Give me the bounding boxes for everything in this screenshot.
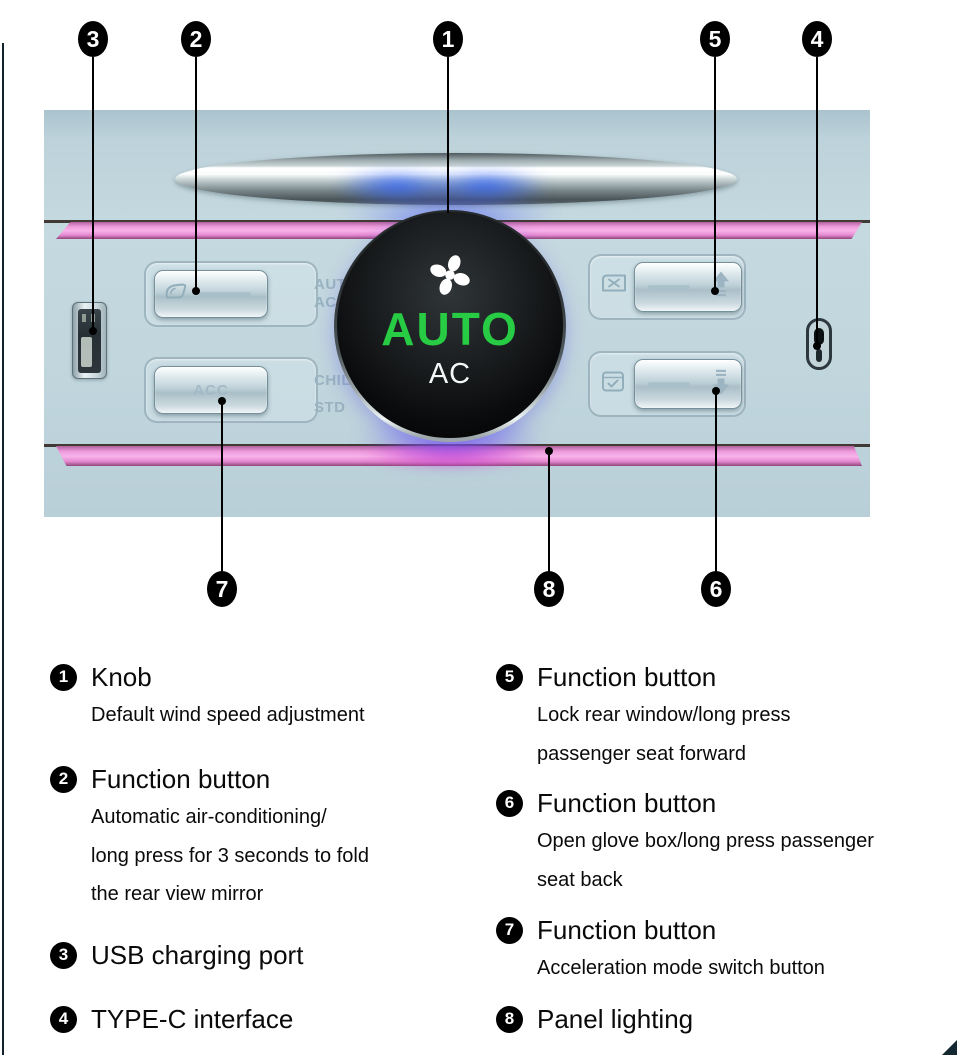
legend-title-7: Function button	[537, 914, 717, 945]
knob-face: AUTO AC	[337, 212, 563, 438]
fan-icon	[427, 252, 473, 303]
auto-up-arrow-icon	[711, 271, 731, 304]
side-mirror-icon	[163, 280, 189, 309]
legend-desc-line: Automatic air-conditioning/	[91, 806, 327, 828]
page-edge-line	[2, 43, 4, 1055]
callout-line-1	[447, 57, 449, 213]
legend-title-4: TYPE-C interface	[91, 1003, 294, 1034]
legend-title-1: Knob	[91, 661, 152, 692]
legend-bullet-1: 1	[50, 663, 77, 691]
knob-auto-label: AUTO	[381, 303, 519, 355]
rear-window-button	[634, 262, 742, 312]
callout-marker-8: 8	[534, 571, 564, 607]
callout-dot-5	[711, 287, 719, 295]
button-dash	[199, 292, 251, 296]
usb-slot	[78, 309, 101, 373]
type-c-slot	[816, 349, 822, 362]
legend-bullet-3: 3	[50, 941, 77, 969]
acc-button: ACC	[154, 366, 268, 414]
callout-marker-6: 6	[701, 571, 731, 607]
legend-item-1: 1 Knob Default wind speed adjustment	[50, 659, 480, 735]
callout-dot-4	[813, 342, 821, 350]
legend-item-4: 4 TYPE-C interface	[50, 1001, 480, 1037]
callout-line-8	[548, 451, 550, 572]
callout-marker-2: 2	[181, 21, 211, 57]
acc-button-label: ACC	[193, 381, 229, 399]
legend-desc-line: the rear view mirror	[91, 883, 264, 905]
legend-item-7: 7 Function button Acceleration mode swit…	[496, 912, 946, 988]
callout-dot-3	[89, 327, 97, 335]
callout-dot-7	[218, 397, 226, 405]
button-dash	[648, 285, 690, 289]
usb-pin	[82, 314, 86, 322]
auto-ac-button	[154, 270, 268, 318]
legend-bullet-5: 5	[496, 663, 523, 691]
legend-title-5: Function button	[537, 661, 717, 692]
legend-desc-line: Lock rear window/long press	[537, 704, 791, 726]
legend-title-8: Panel lighting	[537, 1003, 694, 1034]
glove-box-button	[634, 359, 742, 409]
legend-bullet-4: 4	[50, 1005, 77, 1033]
callout-dot-2	[192, 287, 200, 295]
legend-desc-line: seat back	[537, 868, 623, 891]
legend-item-5: 5 Function button Lock rear window/long …	[496, 659, 946, 773]
callout-line-7	[221, 401, 223, 572]
glove-box-check-icon	[600, 369, 626, 400]
callout-line-2	[195, 57, 197, 291]
rear-window-lock-icon	[600, 272, 628, 303]
button-dash	[648, 382, 690, 386]
legend-desc-line: Acceleration mode switch button	[537, 957, 825, 979]
usb-port	[72, 302, 107, 379]
callout-marker-5: 5	[700, 21, 730, 57]
usb-tongue	[81, 337, 92, 367]
legend-item-2: 2 Function button Automatic air-conditio…	[50, 761, 480, 914]
legend-title-3: USB charging port	[91, 939, 304, 970]
control-panel-photo: AUTO AC ACC CHILL STD	[44, 110, 870, 517]
legend-desc-line: long press for 3 seconds to fold	[91, 844, 369, 867]
auto-down-arrow-icon	[711, 368, 731, 401]
callout-marker-1: 1	[433, 21, 463, 57]
callout-line-5	[714, 57, 716, 291]
legend-title-6: Function button	[537, 787, 717, 818]
type-c-opening	[814, 328, 824, 345]
legend-bullet-2: 2	[50, 765, 77, 793]
chrome-highlight	[191, 167, 721, 172]
std-label: STD	[314, 399, 346, 416]
legend-desc-line: passenger seat forward	[537, 742, 747, 765]
auto-ac-label-line2: AC	[314, 294, 337, 311]
legend-bullet-8: 8	[496, 1005, 523, 1033]
legend-title-2: Function button	[91, 763, 271, 794]
legend-desc-line: Open glove box/long press passenger	[537, 830, 874, 852]
legend-item-6: 6 Function button Open glove box/long pr…	[496, 785, 946, 899]
knob: AUTO AC	[334, 210, 566, 442]
callout-line-4	[816, 57, 818, 346]
legend-item-3: 3 USB charging port	[50, 937, 480, 973]
legend-bullet-6: 6	[496, 789, 523, 817]
knob-ac-label: AC	[428, 358, 472, 390]
legend-item-8: 8 Panel lighting	[496, 1001, 946, 1037]
callout-marker-4: 4	[802, 21, 832, 57]
page-corner-artifact	[942, 1040, 957, 1055]
legend-desc-line: Default wind speed adjustment	[91, 704, 365, 726]
callout-marker-3: 3	[78, 21, 108, 57]
callout-line-6	[715, 391, 717, 572]
callout-dot-6	[712, 387, 720, 395]
callout-line-3	[92, 57, 94, 331]
callout-marker-7: 7	[207, 571, 237, 607]
legend-bullet-7: 7	[496, 916, 523, 944]
callout-dot-8	[545, 447, 553, 455]
